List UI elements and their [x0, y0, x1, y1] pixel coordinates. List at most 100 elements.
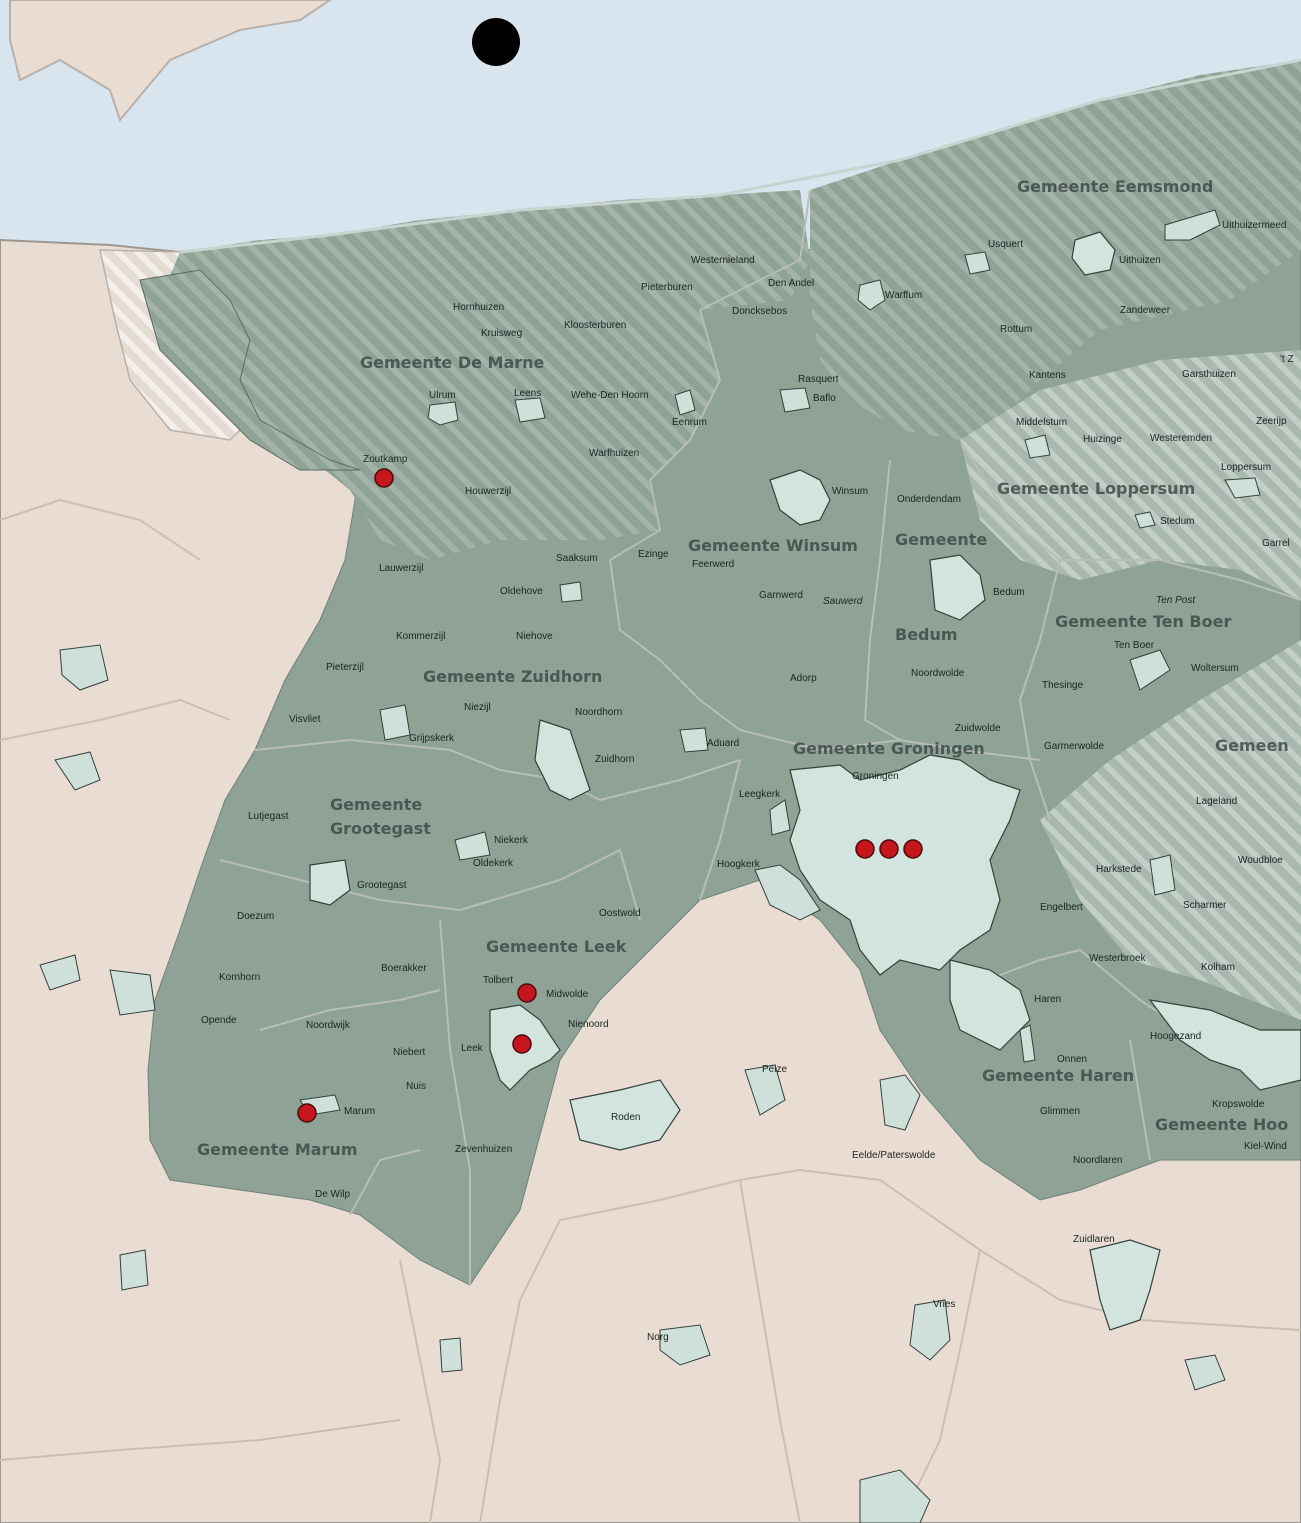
place-label: Thesinge: [1042, 680, 1084, 691]
place-label: Kolham: [1201, 962, 1235, 973]
place-label: Norg: [647, 1332, 669, 1343]
place-label: Haren: [1034, 994, 1061, 1005]
place-label: Peize: [762, 1064, 787, 1075]
place-label: Doncksebos: [732, 306, 787, 317]
place-label: Adorp: [790, 673, 817, 684]
zuidlaren-city: [1089, 1239, 1161, 1331]
location-markers[interactable]: [297, 468, 923, 1123]
place-label: Usquert: [988, 239, 1023, 250]
place-label: Warfhuizen: [589, 448, 639, 459]
label-winsum: Gemeente Winsum: [688, 536, 858, 555]
place-label: Warffum: [885, 290, 922, 301]
place-label: Eenrum: [672, 417, 707, 428]
coastline-band: [179, 58, 1301, 254]
place-label: Lutjegast: [248, 811, 289, 822]
place-label: Saaksum: [556, 553, 598, 564]
place-label: Noordwolde: [911, 668, 965, 679]
place-label: Zoutkamp: [363, 454, 408, 465]
place-labels: Westernieland Pieterburen Den Andel Donc…: [201, 220, 1294, 1343]
place-label: 't Z: [1280, 354, 1294, 365]
marker-leek[interactable]: [512, 1034, 532, 1054]
place-label: Garsthuizen: [1182, 369, 1236, 380]
place-label: Ten Boer: [1114, 640, 1155, 651]
place-label: Westeremden: [1150, 433, 1212, 444]
place-label: Lageland: [1196, 796, 1237, 807]
place-label: Visvliet: [289, 714, 321, 725]
marker-groningen-3[interactable]: [903, 839, 923, 859]
place-label: Middelstum: [1016, 417, 1067, 428]
place-label: Wehe-Den Hoorn: [571, 390, 649, 401]
place-label: Onnen: [1057, 1054, 1087, 1065]
place-label: Garmerwolde: [1044, 741, 1104, 752]
place-label: Kiel-Wind: [1244, 1141, 1287, 1152]
place-label: Den Andel: [768, 278, 814, 289]
place-label: Hornhuizen: [453, 302, 504, 313]
municipal-borders: [219, 189, 1301, 1285]
place-label: Hoogkerk: [717, 859, 761, 870]
label-zuidhorn: Gemeente Zuidhorn: [423, 667, 602, 686]
place-label: Groningen: [852, 771, 899, 782]
place-label: Rottum: [1000, 324, 1032, 335]
place-label: Leens: [514, 388, 541, 399]
place-label: Noordhorn: [575, 707, 622, 718]
loppersum-hatched: [960, 350, 1301, 600]
place-label: Doezum: [237, 911, 274, 922]
winsum-city: [769, 469, 831, 526]
label-marum: Gemeente Marum: [197, 1140, 358, 1159]
place-label: Kantens: [1029, 370, 1066, 381]
place-label: Niebert: [393, 1047, 425, 1058]
label-bedum-1: Gemeente: [895, 530, 987, 549]
place-label: Houwerzijl: [465, 486, 511, 497]
place-label: Huizinge: [1083, 434, 1122, 445]
place-label: Rasquert: [798, 374, 839, 385]
place-label: Eelde/Paterswolde: [852, 1150, 936, 1161]
place-label: Onderdendam: [897, 494, 961, 505]
place-label: Ezinge: [638, 549, 669, 560]
place-label: Feerwerd: [692, 559, 734, 570]
place-label: Oldehove: [500, 586, 543, 597]
place-label: Noordwijk: [306, 1020, 351, 1031]
marker-groningen-1[interactable]: [855, 839, 875, 859]
marker-zoutkamp[interactable]: [374, 468, 394, 488]
label-eemsmond: Gemeente Eemsmond: [1017, 177, 1213, 196]
place-label: Pieterzijl: [326, 662, 364, 673]
marker-groningen-2[interactable]: [879, 839, 899, 859]
place-label: Nienoord: [568, 1019, 609, 1030]
place-label: Lauwerzijl: [379, 563, 423, 574]
black-dot-marker: [472, 18, 520, 66]
place-label: Oostwold: [599, 908, 641, 919]
place-label: Oldekerk: [473, 858, 514, 869]
place-label: Kloosterburen: [564, 320, 626, 331]
place-label: Nuis: [406, 1081, 426, 1092]
place-label: Glimmen: [1040, 1106, 1080, 1117]
zuidhorn-city: [534, 719, 591, 801]
place-label: Sauwerd: [823, 596, 863, 607]
marker-marum[interactable]: [297, 1103, 317, 1123]
place-label: Winsum: [832, 486, 868, 497]
label-ten-boer: Gemeente Ten Boer: [1055, 612, 1231, 631]
island-shape: [9, 0, 332, 123]
coast-lauwers: [139, 269, 361, 471]
eemsmond-hatched: [810, 60, 1301, 440]
place-label: Woltersum: [1191, 663, 1239, 674]
place-label: Niezijl: [464, 702, 491, 713]
place-label: Garrel: [1262, 538, 1290, 549]
place-label: Zuidhorn: [595, 754, 634, 765]
place-label: Vries: [933, 1299, 955, 1310]
label-slochteren: Gemeen: [1215, 736, 1289, 755]
place-label: Engelbert: [1040, 902, 1083, 913]
place-label: Loppersum: [1221, 462, 1271, 473]
grootegast-city: [309, 859, 351, 906]
place-label: Zuidwolde: [955, 723, 1001, 734]
place-label: Kornhorn: [219, 972, 260, 983]
label-groningen: Gemeente Groningen: [793, 739, 985, 758]
place-label: Niekerk: [494, 835, 529, 846]
place-label: Midwolde: [546, 989, 589, 1000]
place-label: Boerakker: [381, 963, 427, 974]
place-label: Zandeweer: [1120, 305, 1171, 316]
bedum-city: [929, 554, 986, 621]
place-label: Westerbroek: [1089, 953, 1147, 964]
marker-tolbert[interactable]: [517, 983, 537, 1003]
place-label: Zuidlaren: [1073, 1234, 1115, 1245]
place-label: Kropswolde: [1212, 1099, 1265, 1110]
